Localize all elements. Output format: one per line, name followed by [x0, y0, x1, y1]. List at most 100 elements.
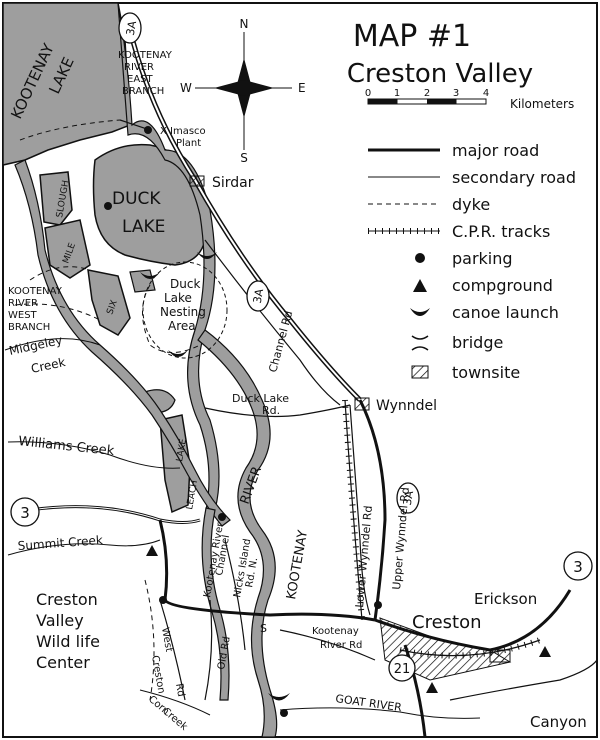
wynndel-townsite	[354, 397, 370, 411]
label-nicks-island-2: Rd. N.	[244, 557, 260, 589]
kootenay-river-main	[197, 329, 278, 738]
sidar-townsite	[189, 175, 205, 187]
route-shield-3a-top: 3A	[118, 12, 142, 44]
compass-west: W	[180, 81, 192, 95]
campground-symbol	[426, 682, 438, 693]
parking-symbol	[104, 202, 112, 210]
campground-symbol	[539, 646, 551, 657]
nesting-area-boundary	[142, 261, 228, 359]
label-goat-river: GOAT RIVER	[335, 692, 403, 714]
label-midgeley: Midgeley	[8, 333, 64, 358]
scale-unit: Kilometers	[510, 97, 574, 111]
label-cvwc-2: Valley	[36, 611, 84, 630]
label-erickson: Erickson	[474, 590, 537, 608]
label-wynndel: Wynndel	[376, 398, 437, 414]
williams-creek-line	[7, 441, 181, 469]
map-title: MAP #1	[353, 19, 471, 54]
legend-item-bridge: bridge	[411, 333, 503, 352]
label-east-branch: KOOTENAY	[118, 50, 173, 61]
compass-north: N	[240, 17, 249, 31]
label-channel-rd: Channel Rd	[266, 309, 295, 374]
label-nesting: Duck	[170, 277, 200, 291]
west-creston-road	[159, 599, 186, 701]
route-shield-3a-east: 3A	[396, 482, 420, 514]
canoe-launch-symbol	[140, 272, 160, 279]
scale-bar: 0 1 2 3 4 Kilometers	[365, 88, 574, 111]
highway-3-road	[158, 519, 376, 622]
svg-text:4: 4	[483, 88, 489, 99]
midgeley-creek-line	[4, 338, 101, 351]
label-duck-lake-rd: Duck Lake	[232, 392, 289, 405]
label-upper-wynndel: Upper Wynndel Rd	[390, 487, 412, 591]
label-nesting-2: Lake	[164, 291, 192, 305]
erickson-townsite	[489, 649, 511, 663]
legend-item-rail: C.P.R. tracks	[368, 222, 550, 241]
label-summit-creek: Summit Creek	[17, 533, 103, 553]
channel-road	[204, 239, 341, 406]
svg-text:3A: 3A	[124, 20, 139, 37]
duck-lake-road	[204, 404, 351, 418]
map-symbols	[104, 126, 551, 717]
label-cvwc: Creston	[36, 590, 98, 609]
label-west-branch-4: BRANCH	[8, 322, 50, 333]
kootenay-river-road	[279, 629, 376, 661]
parking-symbol	[280, 709, 288, 717]
compass-south: S	[240, 151, 248, 165]
route-shield-3-east: 3	[563, 551, 593, 581]
label-s: S	[260, 622, 267, 635]
dyke-upper	[19, 119, 121, 141]
route-shield-3a-mid: 3A	[246, 280, 270, 312]
label-canyon: Canyon	[530, 713, 587, 731]
canoe-launch-symbol	[168, 350, 188, 357]
svg-text:1: 1	[394, 88, 400, 99]
label-midgeley-2: Creek	[30, 355, 67, 376]
label-kootenay-river-rd: Kootenay	[312, 626, 359, 637]
old-road	[204, 599, 213, 701]
canoe-launch-symbol	[268, 693, 290, 701]
kootenay-river-channel	[201, 507, 230, 701]
label-west-branch-3: WEST	[8, 310, 38, 321]
summit-creek-line	[7, 539, 161, 556]
label-duck-lake-rd-2: Rd.	[262, 404, 280, 417]
svg-text:dyke: dyke	[452, 195, 490, 214]
legend-item-townsite: townsite	[411, 363, 520, 382]
kootenay-river-west-branch	[14, 159, 231, 527]
slough	[39, 171, 73, 226]
svg-text:3A: 3A	[251, 287, 266, 304]
route-shields: 3A 3A 3A 3 3 21	[10, 12, 593, 682]
compass-rose: N S E W	[180, 17, 306, 165]
label-west-branch-2: RIVER	[8, 298, 38, 309]
roads	[29, 29, 598, 738]
svg-text:townsite: townsite	[452, 363, 520, 382]
parking-symbol	[218, 513, 226, 521]
svg-text:major road: major road	[452, 141, 539, 160]
label-nesting-3: Nesting	[160, 305, 206, 319]
compass-east: E	[298, 81, 306, 95]
water-bodies	[2, 2, 278, 738]
label-nesting-4: Area	[168, 319, 196, 333]
map-subtitle: Creston Valley	[347, 59, 533, 89]
label-cvwc-3: Wild life	[36, 632, 100, 651]
dykes	[14, 119, 201, 701]
legend-item-major-road: major road	[368, 141, 539, 160]
svg-text:2: 2	[424, 88, 430, 99]
upper-wynndel-road	[358, 399, 387, 621]
label-imasco: X Imasco	[160, 126, 206, 137]
route-shield-21: 21	[388, 654, 416, 682]
six-mile-slough-1	[44, 219, 91, 279]
svg-text:3: 3	[453, 88, 459, 99]
route-shield-3-west: 3	[10, 497, 40, 527]
label-east-branch-4: BRANCH	[122, 86, 164, 97]
dyke-west	[29, 266, 91, 281]
label-imasco-2: Plant	[176, 138, 201, 149]
lower-wynndel-road	[349, 404, 371, 616]
canyon-road	[449, 659, 598, 701]
creeks	[4, 338, 481, 719]
legend: major road secondary road dyke C.P.R. tr…	[368, 141, 576, 382]
campground-symbol	[146, 545, 158, 556]
svg-text:secondary road: secondary road	[452, 168, 576, 187]
parking-symbol	[159, 596, 167, 604]
